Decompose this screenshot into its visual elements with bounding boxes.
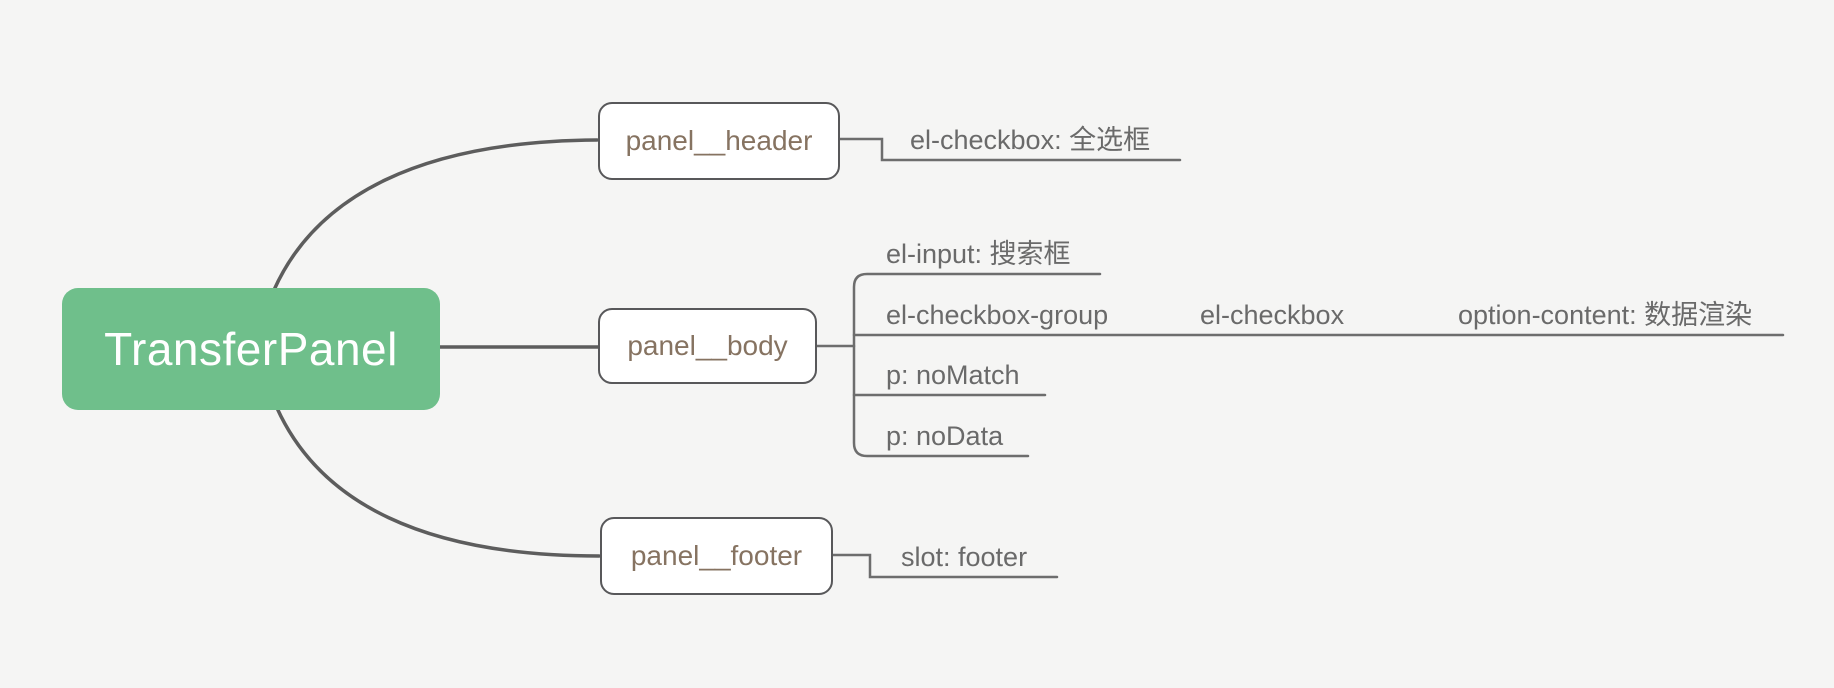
subtopic-el-checkbox[interactable]: el-checkbox <box>1200 300 1345 330</box>
subtopic-el-input-search[interactable]: el-input: 搜索框 <box>886 239 1071 269</box>
subtopic-el-checkbox-select-all[interactable]: el-checkbox: 全选框 <box>910 125 1151 155</box>
subtopic-p-nodata[interactable]: p: noData <box>886 421 1004 451</box>
subtopic-p-nomatch[interactable]: p: noMatch <box>886 360 1020 390</box>
elbow-header-child <box>838 137 1182 162</box>
subtopic-slot-footer[interactable]: slot: footer <box>901 542 1028 572</box>
subtopic-option-content-render[interactable]: option-content: 数据渲染 <box>1458 300 1753 330</box>
bracket-body-children <box>852 272 1102 458</box>
topic-panel-footer[interactable]: panel__footer <box>600 517 833 595</box>
topic-panel-body[interactable]: panel__body <box>598 308 817 384</box>
root-topic-transferpanel[interactable]: TransferPanel <box>62 288 440 410</box>
topic-panel-header[interactable]: panel__header <box>598 102 840 180</box>
curve-root-to-footer <box>275 406 601 558</box>
curve-root-to-header <box>272 138 599 292</box>
elbow-footer-child <box>830 553 1059 579</box>
subtopic-el-checkbox-group[interactable]: el-checkbox-group <box>886 300 1109 330</box>
